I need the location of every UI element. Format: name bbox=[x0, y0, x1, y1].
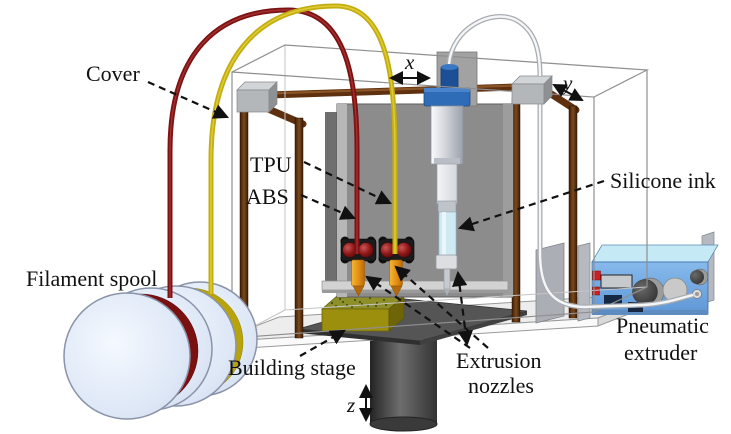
syringe-barrel bbox=[436, 163, 458, 205]
extrusion-nozzles-label-line1: Extrusion bbox=[456, 348, 542, 373]
ink-feed-tube-upper bbox=[446, 14, 543, 77]
mount-ear-left bbox=[577, 242, 591, 322]
pneumatic-extruder-label-line2: extruder bbox=[624, 340, 698, 365]
spool-disc bbox=[63, 292, 191, 420]
carriage-block-left bbox=[236, 81, 278, 113]
z-column-body bbox=[370, 330, 437, 424]
silicone-ink-arrow bbox=[457, 179, 605, 232]
drive-roller bbox=[396, 242, 412, 258]
red-button bbox=[592, 286, 600, 296]
z-axis-column bbox=[369, 330, 438, 432]
extrusion-nozzles-label-line2: nozzles bbox=[468, 373, 534, 398]
building-stage-arrow bbox=[299, 329, 346, 357]
building-stage-label: Building stage bbox=[228, 355, 356, 380]
y-axis-label: y bbox=[561, 71, 573, 95]
nozzle-body-right bbox=[389, 259, 403, 287]
extrusion-nozzle-arrow-left bbox=[365, 275, 471, 349]
extrusion-nozzle-arrow-right bbox=[394, 265, 489, 349]
panel-button bbox=[604, 295, 622, 305]
ink-feed-tube-lower bbox=[537, 72, 694, 310]
syringe-needle bbox=[443, 268, 451, 290]
silicone-ink-label: Silicone ink bbox=[610, 168, 716, 193]
silicone-ink-volume bbox=[438, 211, 457, 258]
tube-guide-plate bbox=[535, 242, 565, 324]
box-top bbox=[591, 244, 719, 263]
x-axis-label: x bbox=[404, 50, 415, 74]
cover-top-face bbox=[231, 44, 650, 98]
display bbox=[600, 274, 633, 289]
nozzle-tip-right bbox=[390, 285, 403, 297]
axis-arrows bbox=[359, 71, 584, 422]
silicone-syringe bbox=[423, 64, 471, 296]
abs-arrow bbox=[300, 193, 357, 220]
tpu-label: TPU bbox=[250, 152, 292, 177]
tpu-arrow bbox=[303, 161, 392, 205]
pneumatic-extruder-label-line1: Pneumatic bbox=[616, 313, 709, 338]
drive-roller bbox=[358, 242, 374, 258]
red-button bbox=[592, 270, 601, 281]
panel-main bbox=[336, 103, 514, 298]
z-axis-label: z bbox=[346, 393, 355, 417]
nozzle-body-left bbox=[351, 259, 365, 287]
filament-strands bbox=[167, 3, 398, 298]
figure-labels: Cover TPU ABS Filament spool Building st… bbox=[26, 50, 716, 417]
post-front-right bbox=[568, 105, 578, 319]
cover-label: Cover bbox=[86, 61, 140, 86]
abs-label: ABS bbox=[246, 184, 289, 209]
syringe-end-cap bbox=[435, 254, 458, 270]
small-knob bbox=[690, 270, 704, 284]
y-axis-arrow bbox=[552, 84, 584, 101]
syringe-holder bbox=[430, 105, 464, 165]
printhead-panel bbox=[321, 51, 514, 298]
z-column-bottom bbox=[369, 416, 438, 432]
printed-part bbox=[320, 295, 406, 332]
filament-spools bbox=[63, 281, 258, 420]
printed-part-texture bbox=[331, 297, 387, 308]
carriage-block-right bbox=[511, 75, 553, 105]
cover-arrow bbox=[147, 80, 230, 119]
annotation-arrows bbox=[147, 80, 605, 357]
nozzle-tip-left bbox=[352, 285, 365, 297]
filament-spool-label: Filament spool bbox=[26, 266, 157, 291]
post-front-left bbox=[294, 117, 304, 339]
